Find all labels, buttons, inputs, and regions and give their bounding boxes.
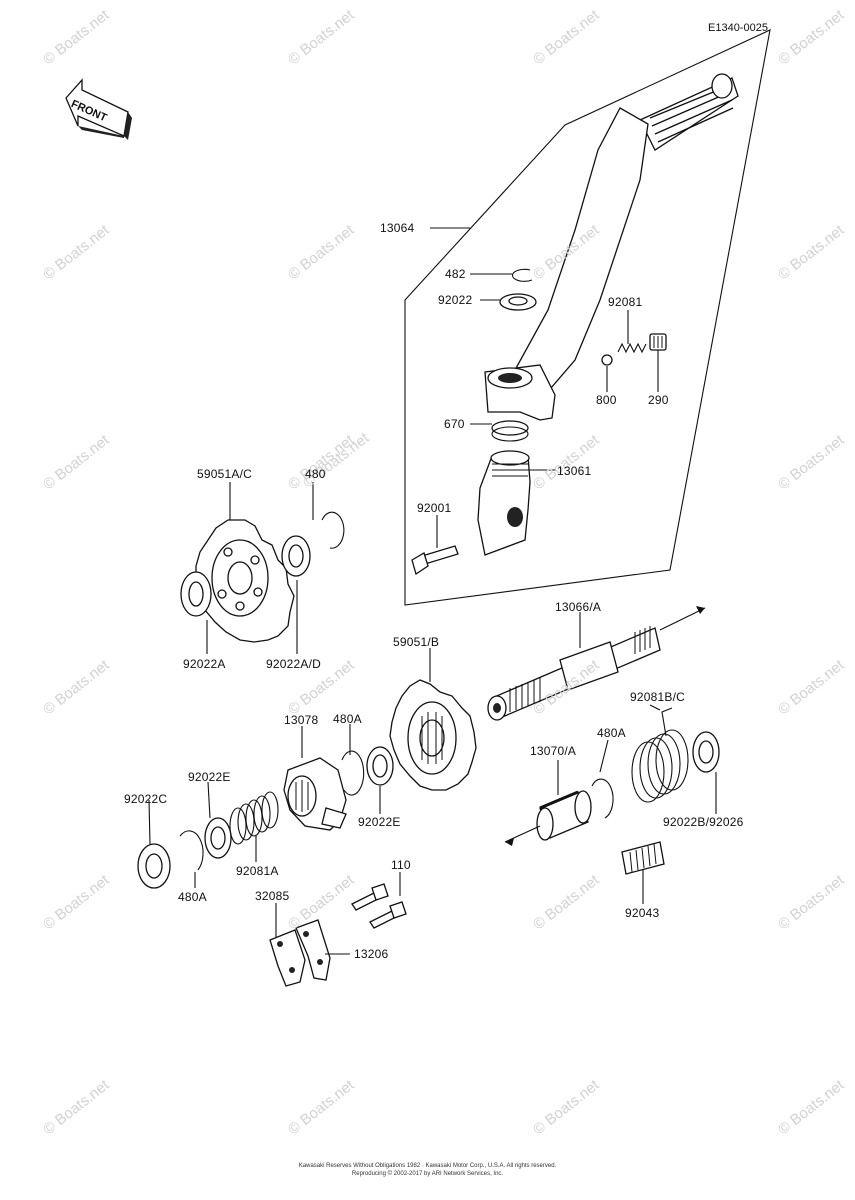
- plate-32085: [269, 929, 306, 987]
- kick-pedal-group-outline: [404, 29, 771, 606]
- label-13064[interactable]: 13064: [380, 221, 415, 235]
- label-13066a[interactable]: 13066/A: [555, 600, 602, 614]
- kick-shaft-13066a: [487, 606, 706, 721]
- label-92022c[interactable]: 92022C: [124, 792, 168, 806]
- copyright-line-2: Reproducing © 2002-2017 by ARI Network S…: [351, 1171, 504, 1177]
- kick-pedal-arm: [484, 73, 739, 421]
- label-110[interactable]: 110: [391, 858, 411, 872]
- label-92022ad[interactable]: 92022A/D: [266, 657, 321, 671]
- label-13061[interactable]: 13061: [557, 464, 592, 478]
- label-92022b-92026[interactable]: 92022B/92026: [663, 815, 744, 829]
- washer-92022a: [180, 571, 212, 617]
- washer-92022: [499, 293, 537, 311]
- collar-13070a: [504, 790, 592, 846]
- plate-13206: [295, 919, 331, 981]
- circlip-480a-3: [179, 830, 204, 871]
- diagram-id: E1340-0025: [708, 22, 768, 34]
- ratchet-13078: [283, 757, 347, 831]
- label-32085[interactable]: 32085: [255, 889, 290, 903]
- label-13078[interactable]: 13078: [284, 713, 319, 727]
- washer-92022e-2: [204, 817, 232, 859]
- label-480a-2[interactable]: 480A: [597, 726, 626, 740]
- boss-13061: [477, 450, 531, 556]
- washer-92022e-1: [366, 746, 394, 786]
- label-482[interactable]: 482: [445, 267, 466, 281]
- circlip-480a-1: [341, 750, 365, 796]
- label-13070a[interactable]: 13070/A: [530, 744, 577, 758]
- label-92081bc[interactable]: 92081B/C: [630, 690, 685, 704]
- label-290[interactable]: 290: [648, 393, 669, 407]
- spring-92081: [617, 342, 647, 354]
- label-480[interactable]: 480: [305, 467, 326, 481]
- label-480a-1[interactable]: 480A: [333, 712, 362, 726]
- circlip-480: [321, 511, 345, 549]
- pin-92043: [621, 841, 665, 875]
- ball-800: [601, 354, 613, 366]
- spring-92081a: [229, 791, 279, 845]
- label-92001[interactable]: 92001: [417, 501, 452, 515]
- gear-59051ac: [195, 519, 295, 643]
- label-800[interactable]: 800: [596, 393, 617, 407]
- washer-92022b-92026: [692, 731, 720, 773]
- o-ring-670: [491, 420, 529, 442]
- label-92081[interactable]: 92081: [608, 295, 643, 309]
- label-92081a[interactable]: 92081A: [236, 864, 279, 878]
- label-92043[interactable]: 92043: [625, 906, 660, 920]
- label-13206[interactable]: 13206: [354, 947, 389, 961]
- copyright-line-1: Kawasaki Reserves Without Obligations 19…: [298, 1163, 557, 1169]
- label-59051b[interactable]: 59051/B: [393, 635, 440, 649]
- label-92022e-1[interactable]: 92022E: [188, 770, 231, 784]
- washer-92022c: [137, 843, 171, 889]
- gear-59051b: [389, 679, 477, 791]
- bolts-110: [351, 883, 407, 929]
- label-480a-3[interactable]: 480A: [178, 890, 207, 904]
- label-92022[interactable]: 92022: [438, 293, 473, 307]
- label-59051ac[interactable]: 59051A/C: [197, 467, 252, 481]
- label-670[interactable]: 670: [444, 417, 465, 431]
- leader-lines: [148, 227, 717, 955]
- pin-290: [649, 333, 667, 351]
- washer-92022ad: [281, 535, 311, 577]
- label-92022a[interactable]: 92022A: [183, 657, 226, 671]
- circlip-482: [511, 268, 533, 282]
- label-92022e-2[interactable]: 92022E: [358, 815, 401, 829]
- bolt-92001: [411, 545, 459, 576]
- circlip-480a-2: [591, 778, 614, 819]
- torsion-spring-92081bc: [631, 707, 689, 803]
- front-arrow-icon: [65, 78, 132, 140]
